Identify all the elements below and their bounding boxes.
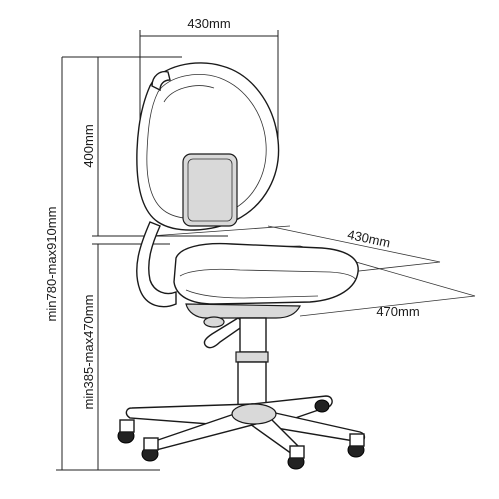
seat-height-label: min385-max470mm	[81, 295, 96, 410]
backrest-height-dimension	[92, 57, 228, 237]
caster-wheels	[117, 399, 365, 470]
seat-cushion	[173, 242, 359, 305]
base-hub	[231, 403, 277, 425]
extension-line	[149, 225, 291, 237]
lever-knob	[203, 316, 225, 328]
backrest-shell	[136, 62, 280, 231]
seat-base-plate	[185, 303, 301, 319]
seat-width-dimension	[149, 225, 441, 273]
caster-housing	[143, 437, 159, 451]
total-height-dimension	[56, 57, 160, 471]
caster-wheel	[314, 399, 330, 413]
dim-line	[267, 225, 441, 263]
back-support-frame	[136, 221, 177, 308]
seat-depth-label: 470mm	[376, 304, 419, 319]
gas-cylinder-collar	[235, 351, 269, 363]
total-height-label: min780-max910mm	[44, 207, 59, 322]
caster-housing	[119, 419, 135, 433]
backrest-height-label: 400mm	[81, 124, 96, 167]
backrest-width-label: 430mm	[187, 16, 230, 31]
caster-housing	[349, 433, 365, 447]
chair-illustration	[117, 62, 366, 470]
height-adjust-lever	[203, 317, 248, 349]
extension-line	[349, 261, 441, 273]
seat-cushion-seam	[179, 268, 357, 281]
backrest-contour-line	[163, 85, 215, 103]
seat-height-dimension	[92, 243, 170, 470]
seat-cushion-edge	[185, 289, 319, 299]
extension-line	[299, 295, 476, 317]
lumbar-pad	[182, 153, 238, 227]
backrest-handle	[151, 70, 171, 92]
gas-cylinder-upper	[239, 317, 267, 353]
lumbar-pad-inner	[187, 158, 233, 222]
caster-housing	[289, 445, 305, 459]
gas-cylinder-lower	[237, 361, 267, 407]
